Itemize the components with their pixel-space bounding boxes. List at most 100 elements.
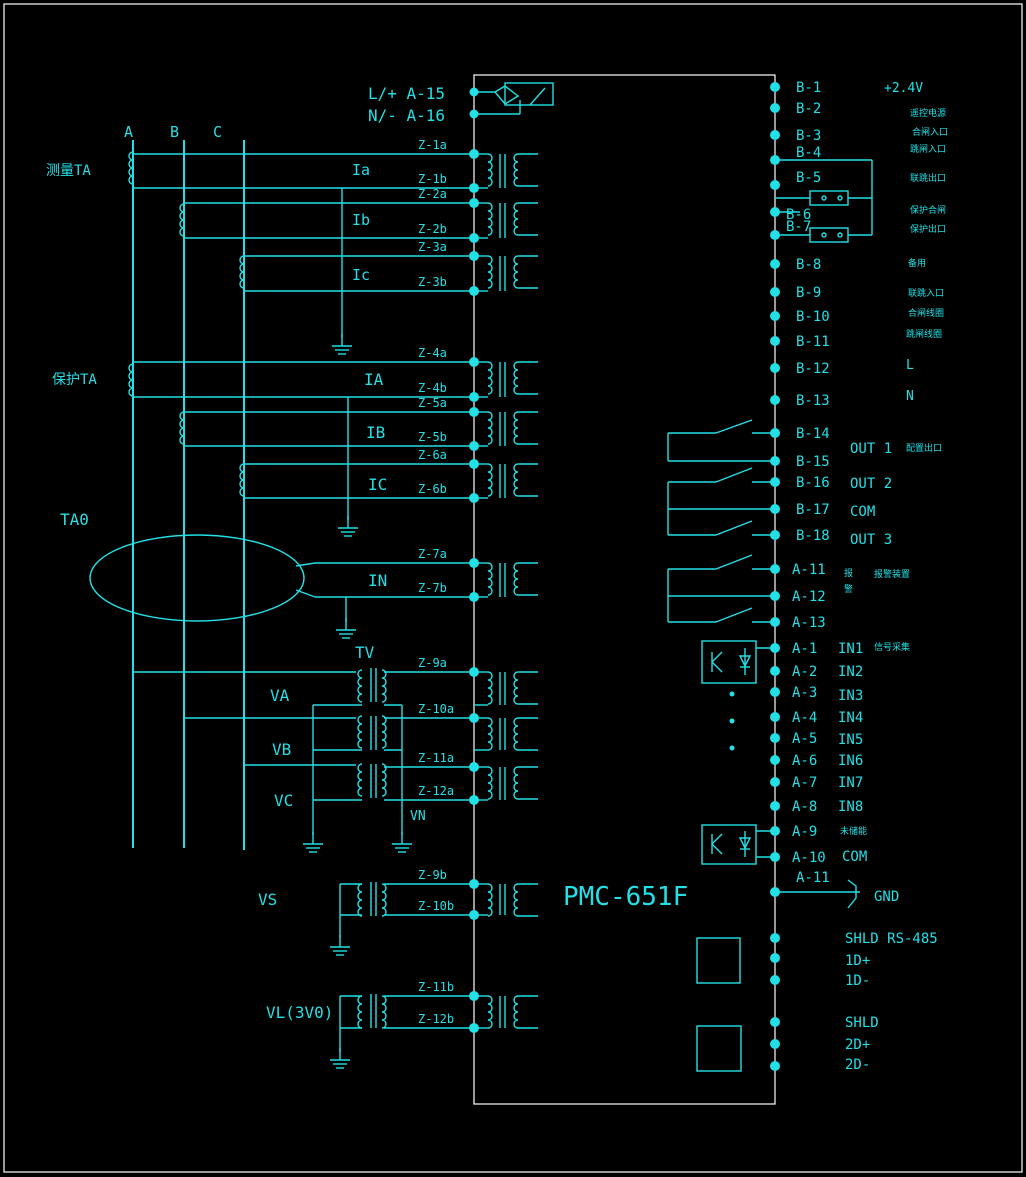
shld-rs485-label: SHLD RS-485 — [845, 931, 938, 947]
a-terminal-label: A-10 — [792, 850, 826, 866]
VA-label: VA — [270, 686, 290, 705]
device-box — [473, 74, 776, 1105]
b-terminal-label: B-11 — [796, 334, 830, 350]
b-terminal-label: B-9 — [796, 285, 821, 301]
z-terminal-label: Z-2b — [418, 222, 447, 236]
alarm-device-label: 报警装置 — [874, 568, 910, 580]
n-label: N — [906, 389, 914, 404]
b-terminal-dot — [770, 130, 780, 140]
zero-seq-ct — [89, 534, 474, 639]
IC-label: IC — [368, 475, 387, 494]
vs-group — [329, 882, 474, 956]
internal-transformer — [474, 153, 538, 189]
IA-label: IA — [364, 370, 384, 389]
b-terminal-label: B-8 — [796, 257, 821, 273]
b-terminal-label: B-14 — [796, 426, 830, 442]
measure-ta-label: 测量TA — [46, 163, 91, 179]
b-terminal-dot — [770, 363, 780, 373]
z-terminal-label: Z-3b — [418, 275, 447, 289]
vl-group — [329, 994, 474, 1069]
b-internal — [775, 159, 873, 243]
spare-label: 备用 — [908, 257, 926, 269]
internal-transformer — [474, 717, 538, 751]
z-terminal-label: Z-10a — [418, 702, 454, 716]
internal-transformer — [474, 411, 538, 447]
internal-transformer — [474, 671, 538, 706]
output-relays — [667, 419, 775, 623]
b-terminal-dot — [770, 259, 780, 269]
internal-transformer — [474, 995, 538, 1029]
a-terminal-label: A-1 — [792, 641, 817, 657]
l-label: L — [906, 358, 914, 373]
signal-collect-label: 信号采集 — [874, 641, 910, 653]
z-terminal-label: Z-5b — [418, 430, 447, 444]
a-terminal-label: A-6 — [792, 753, 817, 769]
input-label: IN4 — [838, 710, 863, 726]
z-terminal-label: Z-2a — [418, 187, 447, 201]
a-terminal-label: A-3 — [792, 685, 817, 701]
ia-label: Ia — [352, 161, 370, 179]
a-terminal-dot — [770, 733, 780, 743]
b-terminal-dot — [770, 311, 780, 321]
vl-label: VL(3V0) — [266, 1003, 333, 1022]
alarm-label-2: 警 — [844, 583, 853, 595]
z-terminal-label: Z-1b — [418, 172, 447, 186]
internal-transformer — [474, 463, 538, 499]
d1-minus-label: 1D- — [845, 973, 870, 989]
a-terminal-label: A-12 — [792, 589, 826, 605]
input-label: IN8 — [838, 799, 863, 815]
internal-transformer — [474, 883, 538, 917]
ib-label: Ib — [352, 211, 370, 229]
IB-label: IB — [366, 423, 385, 442]
protect-ta-label: 保护TA — [52, 372, 97, 388]
VB-label: VB — [272, 740, 291, 759]
not-stored-label: 未储能 — [840, 825, 867, 837]
z-terminal-label: Z-1a — [418, 138, 447, 152]
z-terminal-label: Z-6a — [418, 448, 447, 462]
a-terminals: A-11A-12A-13A-1A-2A-3A-4A-5A-6A-7A-8A-9A… — [770, 562, 830, 897]
b1-voltage-label: +2.4V — [884, 81, 923, 96]
input-label: IN6 — [838, 753, 863, 769]
input-label: IN5 — [838, 732, 863, 748]
b-terminal-label: B-13 — [796, 393, 830, 409]
b-terminal-label: B-6 — [786, 207, 811, 223]
z-terminal-label: Z-12b — [418, 1012, 454, 1026]
remote-power-label: 遥控电源 — [910, 107, 946, 119]
b-terminal-label: B-17 — [796, 502, 830, 518]
z-terminal-label: Z-6b — [418, 482, 447, 496]
b-terminal-label: B-10 — [796, 309, 830, 325]
trip-coil-label: 跳闸线圈 — [906, 328, 942, 340]
b-terminal-dot — [770, 103, 780, 113]
power-supply — [469, 82, 554, 119]
a-terminal-label: A-5 — [792, 731, 817, 747]
b-terminal-label: B-3 — [796, 128, 821, 144]
out2-label: OUT 2 — [850, 476, 892, 492]
input-label: IN3 — [838, 688, 863, 704]
b-terminal-dot — [770, 287, 780, 297]
a-terminal-dot — [770, 687, 780, 697]
a-terminal-dot — [770, 755, 780, 765]
tv-label: TV — [355, 643, 375, 662]
b-terminal-label: B-1 — [796, 80, 821, 96]
vs-label: VS — [258, 890, 277, 909]
internal-transformer — [474, 562, 538, 598]
a-terminal-label: A-4 — [792, 710, 817, 726]
b-terminal-label: B-15 — [796, 454, 830, 470]
b-terminal-dot — [770, 336, 780, 346]
a-terminal-dot — [770, 801, 780, 811]
d1-plus-label: 1D+ — [845, 953, 870, 969]
b-terminal-dot — [770, 395, 780, 405]
b-terminal-label: B-4 — [796, 145, 821, 161]
outer-frame — [3, 3, 1023, 1173]
internal-transformer — [474, 361, 538, 398]
trip-input-label: 跳闸入口 — [910, 143, 946, 155]
phase-b-label: B — [170, 123, 179, 141]
z-terminal-label: Z-11b — [418, 980, 454, 994]
z-terminal-label: Z-7b — [418, 581, 447, 595]
z-terminal-label: Z-9a — [418, 656, 447, 670]
a-terminal-label: A-2 — [792, 664, 817, 680]
a-terminal-dot — [770, 666, 780, 676]
gnd-label: GND — [874, 889, 899, 905]
measure-ct-group — [128, 151, 474, 355]
